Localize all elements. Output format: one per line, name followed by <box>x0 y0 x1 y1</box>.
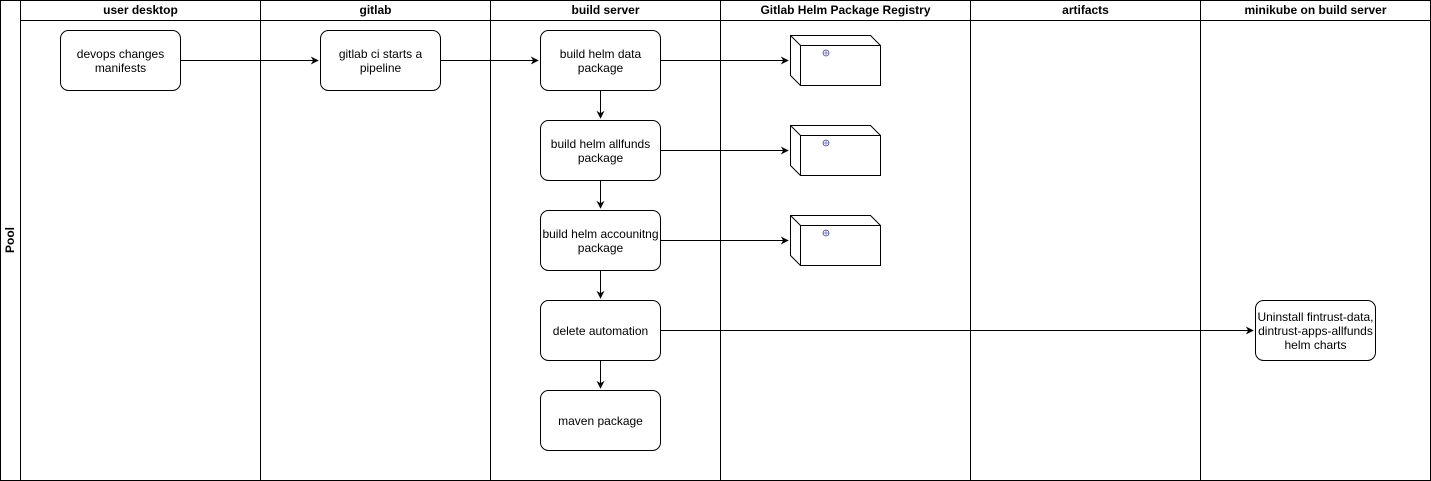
build-data-label: build helm data package <box>559 46 642 75</box>
devops-changes-box <box>60 30 181 91</box>
helm-package-accounting-icon <box>790 215 881 266</box>
build-allfunds-box <box>540 120 661 181</box>
build-accounting-label: build helm accounitng package <box>542 226 659 255</box>
gitlab-ci-box <box>320 30 441 91</box>
uninstall-node: Uninstall fintrust-data, dintrust-apps-a… <box>1252 301 1379 360</box>
gitlab-ci-label: gitlab ci starts a pipeline <box>338 46 423 75</box>
maven-package-node: maven package <box>541 391 660 450</box>
maven-package-label: maven package <box>558 413 643 428</box>
delete-automation-label: delete automation <box>552 323 649 338</box>
lane-title-helm-registry: Gitlab Helm Package Registry <box>760 3 931 17</box>
devops-changes-label: devops changes manifests <box>76 46 165 75</box>
delete-automation-box <box>540 300 661 361</box>
uninstall-box <box>1255 300 1376 361</box>
delete-automation-node: delete automation <box>541 301 660 360</box>
devops-changes-node: devops changes manifests <box>61 31 180 90</box>
pool-label-text: Pool <box>3 227 17 253</box>
build-allfunds-node: build helm allfunds package <box>541 121 660 180</box>
build-accounting-node: build helm accounitng package <box>537 211 664 270</box>
pool-label: Pool <box>0 0 20 480</box>
lane-title-user-desktop: user desktop <box>103 3 178 17</box>
maven-package-box <box>540 390 661 451</box>
build-data-box <box>540 30 661 91</box>
helm-package-data-icon <box>790 35 881 86</box>
lane-title-artifacts: artifacts <box>1062 3 1109 17</box>
lane-title-minikube: minikube on build server <box>1244 3 1387 17</box>
gitlab-ci-node: gitlab ci starts a pipeline <box>321 31 440 90</box>
helm-package-allfunds-icon <box>790 125 881 176</box>
uninstall-label: Uninstall fintrust-data, dintrust-apps-a… <box>1257 309 1374 352</box>
lane-title-gitlab: gitlab <box>359 3 392 17</box>
lane-title-build-server: build server <box>571 3 640 17</box>
build-data-node: build helm data package <box>541 31 660 90</box>
build-allfunds-label: build helm allfunds package <box>550 136 651 165</box>
build-accounting-box <box>540 210 661 271</box>
